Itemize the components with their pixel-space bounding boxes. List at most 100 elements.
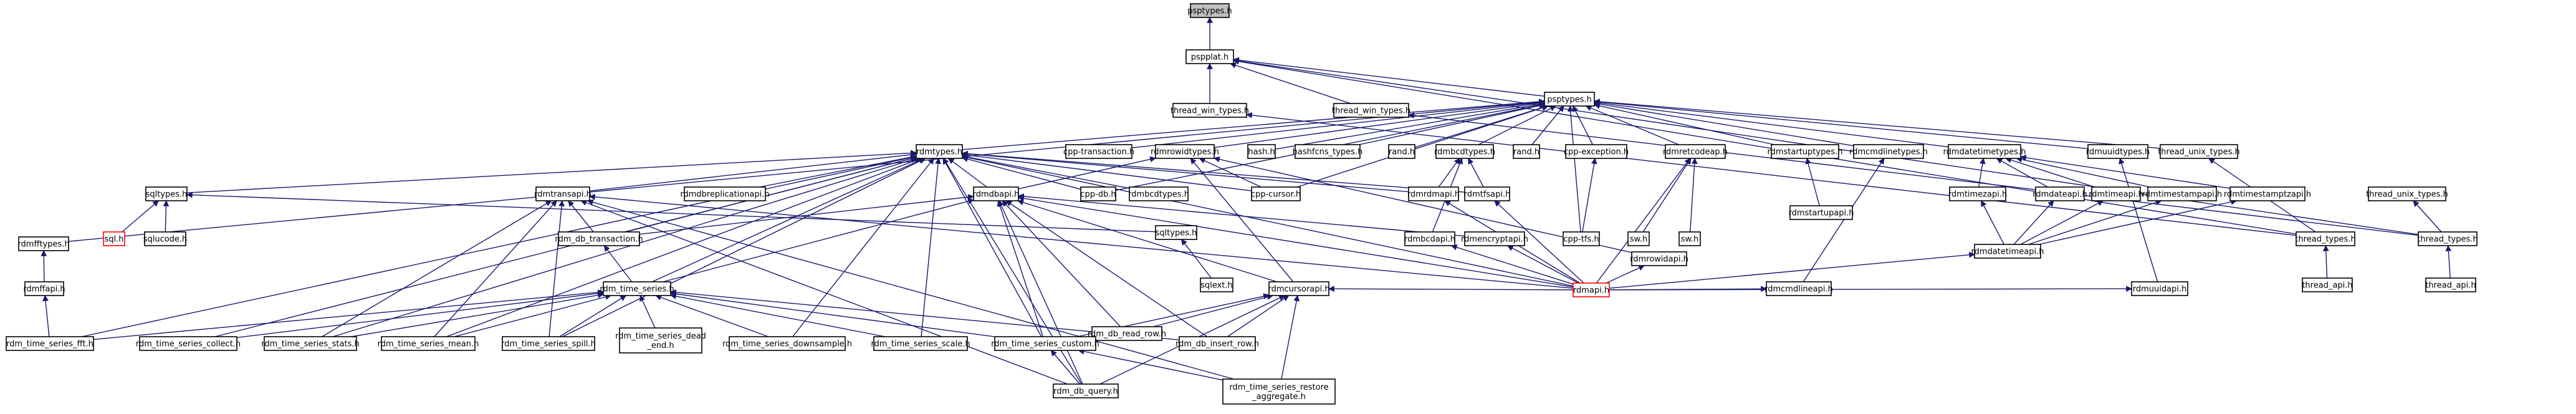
node-rdmstartuptypes[interactable]: rdmstartuptypes.h: [1768, 144, 1843, 159]
node-label: rdm_time_series_custom.h: [991, 340, 1099, 349]
node-label: rdmbcdapi.h: [1404, 235, 1455, 244]
node-rdm_db_insert_row[interactable]: rdm_db_insert_row.h: [1175, 336, 1259, 351]
node-rdmuuidtypes[interactable]: rdmuuidtypes.h: [2086, 144, 2150, 159]
node-sqlucode[interactable]: sqlucode.h: [143, 231, 188, 246]
node-rdmtimestampapi[interactable]: rdmtimestampapi.h: [2142, 186, 2222, 201]
node-rdmtimestamptzapi[interactable]: rdmtimestamptzapi.h: [2224, 186, 2311, 201]
node-rdmencryptapi[interactable]: rdmencryptapi.h: [1461, 231, 1528, 246]
node-rdmdatetimeapi[interactable]: rdmdatetimeapi.h: [1971, 244, 2044, 259]
node-rdmtimeapi[interactable]: rdmtimeapi.h: [2089, 186, 2143, 201]
node-thread_unix_types_b[interactable]: thread_unix_types.h: [2366, 186, 2448, 201]
node-rdm_time_series_mean[interactable]: rdm_time_series_mean.h: [378, 336, 479, 351]
node-psptypes_h[interactable]: psptypes.h: [1544, 92, 1595, 107]
node-rand1[interactable]: rand.h: [1388, 144, 1415, 159]
node-rdm_time_series_dead_end[interactable]: rdm_time_series_dead_end.h: [615, 327, 706, 354]
node-rdm_time_series_restore_aggregate[interactable]: rdm_time_series_restore_aggregate.h: [1222, 378, 1336, 405]
node-sqltypes2[interactable]: sqltypes.h: [1155, 225, 1197, 240]
node-box: [2418, 231, 2478, 246]
node-sw2[interactable]: sw.h: [1678, 231, 1701, 246]
edge-rdmtypes-to-cpp_db: [962, 156, 1081, 190]
node-rdmbcdtypes2[interactable]: rdmbcdtypes.h: [1128, 186, 1189, 201]
node-rdmtimezapi[interactable]: rdmtimezapi.h: [1948, 186, 2007, 201]
node-rdmapi[interactable]: rdmapi.h: [1573, 282, 1610, 297]
edge-line: [1803, 158, 1885, 282]
node-hash[interactable]: hash.h: [1247, 144, 1276, 159]
node-rdm_time_series_downsample[interactable]: rdm_time_series_downsample.h: [722, 336, 852, 351]
node-hashfcns_types[interactable]: hashfcns_types.h: [1293, 144, 1363, 159]
edge-rdmstartuptypes-to-rdmstartupapi: [1805, 158, 1820, 206]
edge-psptypes_h-to-rdmretcodeap: [1585, 105, 1679, 145]
node-rdmdbreplicationapi[interactable]: rdmdbreplicationapi.h: [680, 186, 770, 201]
edge-line: [93, 289, 604, 340]
node-rdm_time_series_collect[interactable]: rdm_time_series_collect.h: [136, 336, 241, 351]
node-rdmtypes[interactable]: rdmtypes.h: [916, 144, 963, 159]
node-thread_types_a[interactable]: thread_types.h: [2295, 231, 2356, 246]
node-rdmcmdlinetypes[interactable]: rdmcmdlinetypes.h: [1849, 144, 1928, 159]
edge-line: [2028, 200, 2162, 245]
node-cpp_cursor[interactable]: cpp-cursor.h: [1251, 186, 1301, 201]
node-box: [2302, 277, 2353, 292]
edge-rdmretcodeap-to-sw1: [1642, 158, 1692, 233]
node-rdm_time_series_custom[interactable]: rdm_time_series_custom.h: [991, 336, 1099, 351]
node-rdmuuidapi[interactable]: rdmuuidapi.h: [2131, 281, 2188, 296]
edge-psptypes_h-to-thread_unix_types_a: [1594, 99, 2161, 149]
node-rdm_db_query[interactable]: rdm_db_query.h: [1053, 383, 1119, 398]
node-rdmdatetimetypes[interactable]: rdmdatetimetypes.h: [1943, 144, 2026, 159]
node-box: [729, 336, 846, 351]
node-box: [1179, 336, 1256, 351]
node-cpp_tfs[interactable]: cpp-tfs.h: [1563, 231, 1600, 246]
edge-psptypes_h-to-rdmbcdtypes: [1478, 105, 1556, 145]
node-psp[interactable]: pspplat.h: [1185, 49, 1234, 64]
node-rdmbcdtypes[interactable]: rdmbcdtypes.h: [1434, 144, 1495, 159]
node-rdmfftypes[interactable]: rdmfftypes.h: [17, 236, 70, 251]
node-box: [535, 186, 590, 201]
edge-line: [1328, 286, 1574, 292]
node-rdmstartupapi[interactable]: rdmstartupapi.h: [1788, 205, 1854, 220]
edge-thread_win_types_b-to-thread_types_b: [1408, 112, 2419, 236]
edge-line: [434, 200, 557, 337]
node-rdm_time_series_fft[interactable]: rdm_time_series_fft.h: [6, 336, 94, 351]
edge-line: [1981, 200, 2004, 245]
edge-rdmtypes-to-rdm_time_series_fft: [81, 155, 917, 337]
edge-thread_types_a-to-thread_api_a: [2322, 245, 2329, 279]
node-thread_api_a[interactable]: thread_api.h: [2302, 277, 2353, 292]
node-cpp_transaction[interactable]: cpp-transaction.h: [1063, 144, 1134, 159]
node-thread_unix_types_a[interactable]: thread_unix_types.h: [2158, 144, 2240, 159]
node-rdmcmdlineapi[interactable]: rdmcmdlineapi.h: [1764, 281, 1833, 296]
node-rdm_time_series_stats[interactable]: rdm_time_series_stats.h: [261, 336, 360, 351]
node-rdmtransapi[interactable]: rdmtransapi.h: [534, 186, 591, 201]
edge-rdmbcdtypes-to-rdmtfsapi: [1468, 158, 1484, 188]
node-thread_win_types_b[interactable]: thread_win_types.h: [1332, 103, 1410, 118]
node-rdm_time_series_scale[interactable]: rdm_time_series_scale.h: [871, 336, 970, 351]
node-rdmdateapi[interactable]: rdmdateapi.h: [2033, 186, 2087, 201]
edge-rdmtimestamptzapi-to-rdmdatetimeapi: [2038, 199, 2238, 245]
node-box: [1200, 277, 1233, 292]
node-rdmffapi[interactable]: rdmffapi.h: [23, 281, 65, 296]
node-rdmrdmapi[interactable]: rdmrdmapi.h: [1407, 186, 1460, 201]
node-rdm_time_series_spill[interactable]: rdm_time_series_spill.h: [501, 336, 596, 351]
node-sqltypes[interactable]: sqltypes.h: [145, 186, 188, 201]
node-box: [1333, 103, 1409, 118]
node-rdmbcdapi[interactable]: rdmbcdapi.h: [1404, 231, 1455, 246]
node-rdmrowidtypes[interactable]: rdmrowidtypes.h: [1151, 144, 1219, 159]
node-rdmdbapi[interactable]: rdmdbapi.h: [973, 186, 1020, 201]
edge-line: [962, 150, 1465, 193]
node-thread_api_b[interactable]: thread_api.h: [2425, 277, 2476, 292]
node-rdm_db_transaction[interactable]: rdm_db_transaction.h: [555, 231, 643, 246]
node-thread_win_types_a[interactable]: thread_win_types.h: [1171, 103, 1249, 118]
node-cpp_exception[interactable]: cpp-exception.h: [1564, 144, 1629, 159]
node-rand2[interactable]: rand.h: [1513, 144, 1540, 159]
node-thread_types_b[interactable]: thread_types.h: [2417, 231, 2478, 246]
node-cpp_db[interactable]: cpp-db.h: [1080, 186, 1116, 201]
node-rdmretcodeap[interactable]: rdmretcodeap.h: [1663, 144, 1728, 159]
node-label: hashfcns_types.h: [1293, 148, 1363, 157]
node-sqlext[interactable]: sqlext.h: [1200, 277, 1233, 292]
node-rdmtfsapi[interactable]: rdmtfsapi.h: [1464, 186, 1511, 201]
node-rdmcursorapi[interactable]: rdmcursorapi.h: [1268, 281, 1330, 296]
node-rdm_time_series[interactable]: rdm_time_series.h: [600, 281, 674, 296]
node-rdm_db_read_row[interactable]: rdm_db_read_row.h: [1088, 326, 1166, 341]
node-sql[interactable]: sql.h: [103, 231, 125, 246]
node-sw1[interactable]: sw.h: [1627, 231, 1650, 246]
node-rdmrowidapi[interactable]: rdmrowidapi.h: [1630, 251, 1688, 266]
